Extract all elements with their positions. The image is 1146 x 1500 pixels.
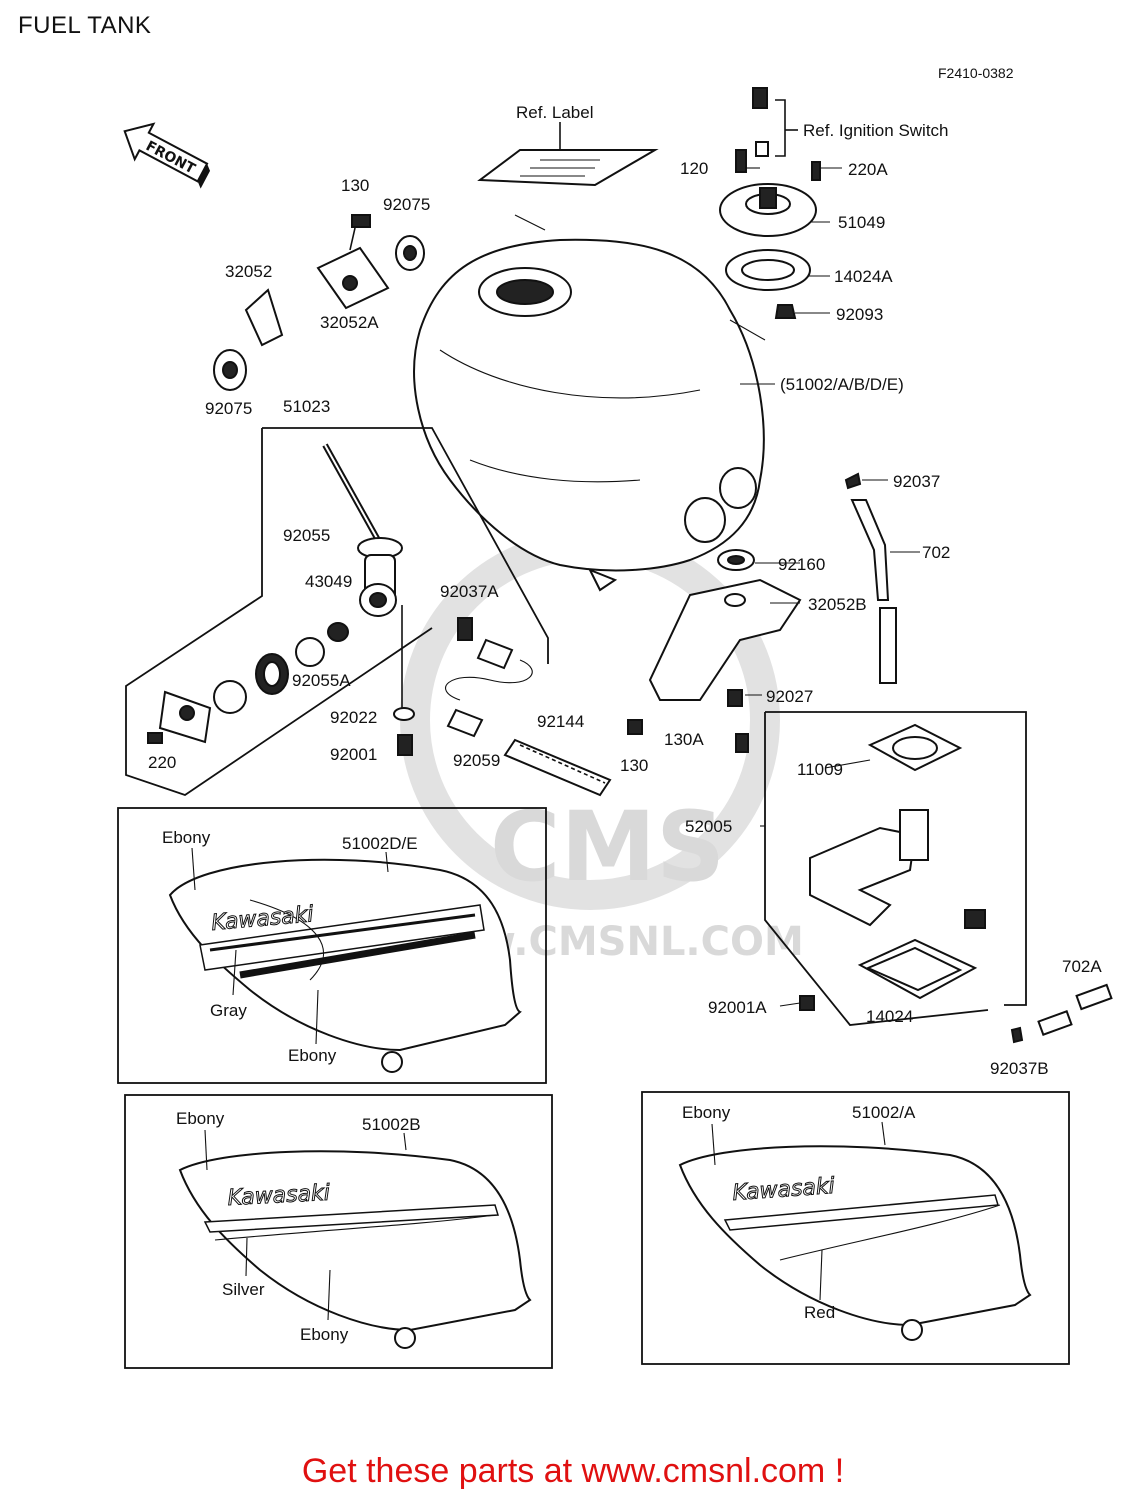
part-label-92059: 92059 <box>453 751 500 770</box>
leader-lines <box>740 167 920 1007</box>
ref-ignition-switch-text: Ref. Ignition Switch <box>803 121 949 140</box>
variant-box-51002b: Kawasaki 51002B Ebony Silver Ebony <box>124 1094 553 1369</box>
ignition-switch-group: Ref. Ignition Switch <box>719 87 949 319</box>
part-label-92022: 92022 <box>330 708 377 727</box>
part-label-130b: 130 <box>620 756 648 775</box>
part-label-32052B: 32052B <box>808 595 867 614</box>
variant-box-51002de: Kawasaki 51002D/E Ebony Gray Ebony <box>117 807 547 1084</box>
part-label-92037B: 92037B <box>990 1059 1049 1078</box>
part-label-92037: 92037 <box>893 472 940 491</box>
variant1-color-1: Ebony <box>162 828 211 847</box>
footer-cta-link[interactable]: Get these parts at www.cmsnl.com ! <box>301 1452 845 1490</box>
part-label-92001: 92001 <box>330 745 377 764</box>
watermark-logo: CMS <box>490 791 725 903</box>
part-label-92027: 92027 <box>766 687 813 706</box>
part-label-14024: 14024 <box>866 1007 913 1026</box>
variant2-color-1: Ebony <box>176 1109 225 1128</box>
variant-box-51002a: Kawasaki 51002/A Ebony Red <box>641 1091 1070 1365</box>
ref-label-card: Ref. Label <box>477 103 659 187</box>
part-label-92055A: 92055A <box>292 671 351 690</box>
part-label-51049: 51049 <box>838 213 885 232</box>
part-label-92144: 92144 <box>537 712 584 731</box>
part-label-220A: 220A <box>848 160 888 179</box>
part-label-32052: 32052 <box>225 262 272 281</box>
part-label-120: 120 <box>680 159 708 178</box>
variant2-brand: Kawasaki <box>227 1181 331 1211</box>
part-label-220: 220 <box>148 753 176 772</box>
variant1-color-3: Ebony <box>288 1046 337 1065</box>
rear-bracket-group <box>627 472 897 753</box>
part-label-130A: 130A <box>664 730 704 749</box>
fuel-tank <box>413 214 766 592</box>
fuel-tap-group <box>125 427 612 797</box>
part-label-92093: 92093 <box>836 305 883 324</box>
fuel-sender-group <box>764 711 1113 1044</box>
part-label-702: 702 <box>922 543 950 562</box>
front-arrow: FRONT <box>123 122 211 189</box>
part-label-92075a: 92075 <box>383 195 430 214</box>
part-label-92075b: 92075 <box>205 399 252 418</box>
figure-code: F2410-0382 <box>938 65 1014 81</box>
part-label-92160: 92160 <box>778 555 825 574</box>
part-label-43049: 43049 <box>305 572 352 591</box>
page-title: FUEL TANK <box>18 12 152 39</box>
part-label-92037A: 92037A <box>440 582 499 601</box>
mounting-brackets <box>213 214 425 391</box>
part-label-92001A: 92001A <box>708 998 767 1017</box>
part-number-labels: 120 220A 51049 14024A 92093 (51002/A/B/D… <box>148 159 1102 1078</box>
variant1-part: 51002D/E <box>342 834 418 853</box>
part-label-702A: 702A <box>1062 957 1102 976</box>
part-label-51002: (51002/A/B/D/E) <box>780 375 904 394</box>
variant3-color-2: Red <box>804 1303 835 1322</box>
part-label-51023: 51023 <box>283 397 330 416</box>
variant2-color-3: Ebony <box>300 1325 349 1344</box>
part-label-130a: 130 <box>341 176 369 195</box>
part-label-32052A: 32052A <box>320 313 379 332</box>
variant2-part: 51002B <box>362 1115 421 1134</box>
part-label-92055: 92055 <box>283 526 330 545</box>
part-label-14024A: 14024A <box>834 267 893 286</box>
variant2-color-2: Silver <box>222 1280 265 1299</box>
variant1-color-2: Gray <box>210 1001 247 1020</box>
part-label-11009: 11009 <box>797 760 843 779</box>
part-label-52005: 52005 <box>685 817 732 836</box>
variant3-part: 51002/A <box>852 1103 916 1122</box>
variant3-color-1: Ebony <box>682 1103 731 1122</box>
ref-label-text: Ref. Label <box>516 103 594 122</box>
